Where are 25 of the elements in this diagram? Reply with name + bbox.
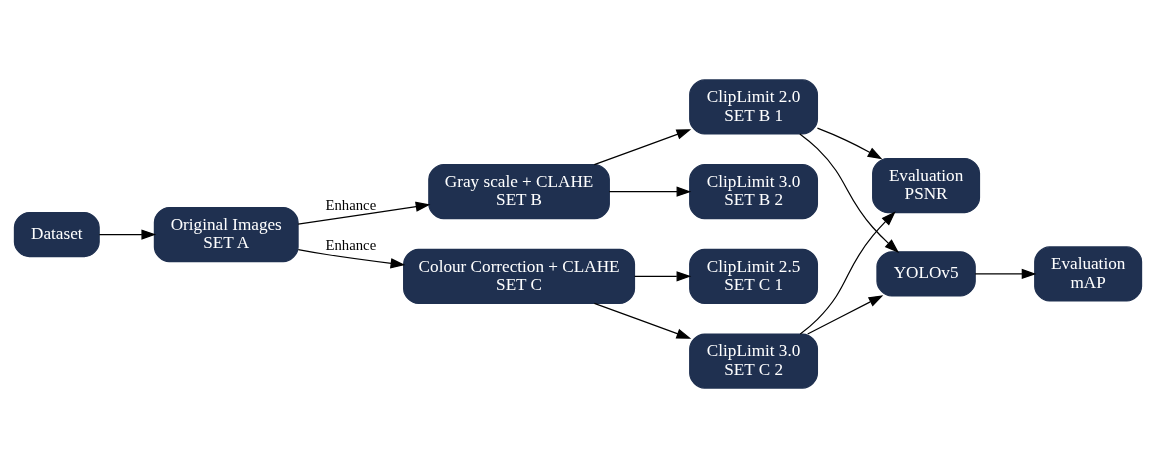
node-box: Gray scale + CLAHE SET B bbox=[428, 164, 610, 220]
node-box: Colour Correction + CLAHE SET C bbox=[403, 248, 636, 304]
node-box: Evaluation mAP bbox=[1034, 246, 1143, 302]
arrow bbox=[297, 248, 406, 269]
edge-label: Enhance bbox=[325, 196, 377, 213]
arrow bbox=[593, 302, 692, 339]
node-box: ClipLimit 3.0 SET C 2 bbox=[689, 333, 819, 389]
arrow bbox=[608, 186, 692, 197]
node-box: ClipLimit 3.0 SET B 2 bbox=[689, 164, 819, 220]
node-box: ClipLimit 2.5 SET C 1 bbox=[689, 248, 819, 304]
arrow bbox=[98, 229, 157, 240]
arrow bbox=[807, 295, 884, 335]
node-box: Original Images SET A bbox=[153, 207, 299, 263]
edge-label: Enhance bbox=[325, 237, 377, 254]
node-box: YOLOv5 bbox=[876, 251, 976, 297]
arrow bbox=[799, 133, 900, 253]
arrow bbox=[816, 127, 883, 160]
arrow bbox=[593, 129, 692, 166]
node-box: Dataset bbox=[13, 211, 100, 258]
arrow bbox=[634, 271, 692, 282]
arrow bbox=[799, 211, 896, 335]
arrow bbox=[297, 201, 431, 225]
arrow bbox=[974, 268, 1037, 280]
node-box: ClipLimit 2.0 SET B 1 bbox=[689, 79, 819, 135]
node-box: Evaluation PSNR bbox=[872, 157, 981, 214]
